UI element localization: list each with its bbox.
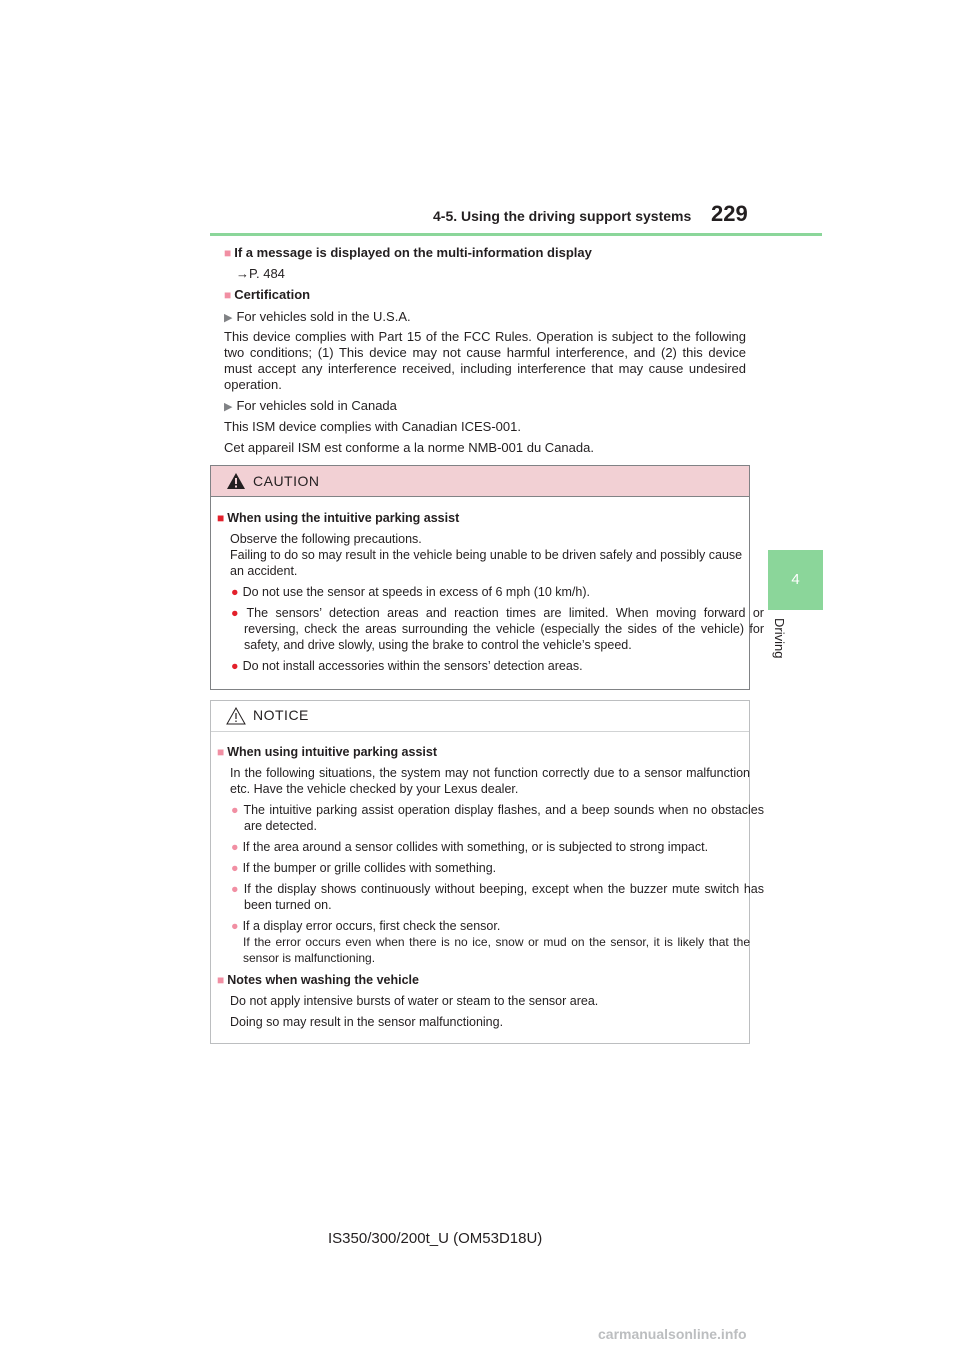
model-footer: IS350/300/200t_U (OM53D18U) [328, 1230, 543, 1247]
caution-intro-1: Observe the following precautions. [230, 532, 422, 546]
caution-item: ●Do not use the sensor at speeds in exce… [231, 585, 590, 599]
round-bullet-icon: ● [231, 882, 240, 896]
square-bullet-icon: ■ [224, 246, 232, 260]
notice-intro: In the following situations, the system … [230, 766, 750, 796]
usa-heading-block: ▶For vehicles sold in the U.S.A. [224, 309, 746, 326]
triangle-arrow-icon: ▶ [224, 401, 233, 413]
header-divider [210, 233, 822, 236]
caution-item: ●The sensors’ detection areas and reacti… [231, 606, 764, 652]
page-number: 229 [711, 201, 748, 226]
round-bullet-icon: ● [231, 585, 239, 599]
chapter-label: Driving [772, 618, 787, 659]
warning-triangle-icon [227, 473, 245, 489]
caution-box: CAUTION ■When using the intuitive parkin… [210, 465, 764, 690]
watermark: carmanualsonline.info [598, 1326, 747, 1342]
square-bullet-icon: ■ [224, 288, 232, 302]
caution-header: CAUTION [211, 466, 749, 497]
notice-title: NOTICE [253, 707, 309, 723]
wash-text-2: Doing so may result in the sensor malfun… [230, 1015, 504, 1029]
notice-item: ●If the display shows continuously witho… [231, 882, 764, 912]
notice-heading-2: Notes when washing the vehicle [227, 973, 419, 987]
canada-heading-block: ▶For vehicles sold in Canada [224, 398, 746, 415]
notice-header: NOTICE [211, 701, 749, 732]
notice-item-continued: If the error occurs even when there is n… [243, 935, 750, 965]
square-bullet-icon: ■ [217, 511, 225, 525]
notice-item: ●The intuitive parking assist operation … [231, 803, 764, 833]
usa-heading: For vehicles sold in the U.S.A. [236, 309, 411, 324]
usa-text: This device complies with Part 15 of the… [224, 329, 746, 392]
notice-box: NOTICE ■When using intuitive parking ass… [210, 700, 764, 1044]
wash-text-1: Do not apply intensive bursts of water o… [230, 994, 599, 1008]
triangle-arrow-icon: ▶ [224, 312, 233, 324]
message-reference: →P. 484 [236, 266, 285, 281]
caution-title: CAUTION [253, 473, 320, 489]
chapter-tab: 4 [768, 550, 823, 610]
square-bullet-icon: ■ [217, 973, 225, 987]
notice-item: ●If the area around a sensor collides wi… [231, 840, 709, 854]
certification-heading-block: ■Certification [224, 287, 746, 303]
notice-item: ●If the bumper or grille collides with s… [231, 861, 497, 875]
notice-heading-2-block: ■Notes when washing the vehicle [217, 972, 737, 988]
round-bullet-icon: ● [231, 861, 239, 875]
square-bullet-icon: ■ [217, 745, 225, 759]
canada-text-2: Cet appareil ISM est conforme a la norme… [224, 440, 594, 455]
notice-heading-1: When using intuitive parking assist [227, 745, 438, 759]
round-bullet-icon: ● [231, 919, 239, 933]
certification-heading: Certification [234, 287, 311, 302]
caution-intro-2: Failing to do so may result in the vehic… [230, 548, 743, 578]
caution-item: ●Do not install accessories within the s… [231, 659, 583, 673]
round-bullet-icon: ● [231, 840, 239, 854]
caution-heading-block: ■When using the intuitive parking assist [217, 510, 737, 526]
section-title: 4-5. Using the driving support systems [433, 208, 692, 224]
warning-triangle-icon [226, 707, 246, 725]
message-heading: If a message is displayed on the multi-i… [234, 245, 592, 260]
notice-heading-block: ■When using intuitive parking assist [217, 744, 737, 760]
round-bullet-icon: ● [231, 659, 239, 673]
round-bullet-icon: ● [231, 803, 240, 817]
canada-text-1: This ISM device complies with Canadian I… [224, 419, 521, 434]
message-heading-block: ■If a message is displayed on the multi-… [224, 245, 746, 261]
caution-heading: When using the intuitive parking assist [227, 511, 460, 525]
canada-heading: For vehicles sold in Canada [236, 398, 397, 413]
round-bullet-icon: ● [231, 606, 243, 620]
notice-item: ●If a display error occurs, first check … [231, 919, 501, 933]
